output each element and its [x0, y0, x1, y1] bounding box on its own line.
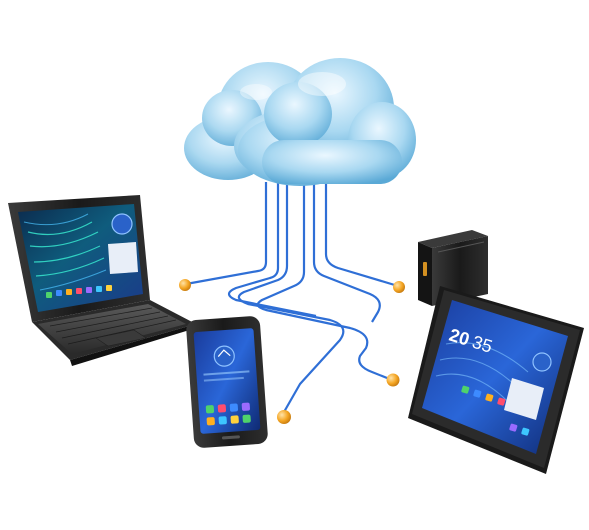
node-phone [277, 410, 291, 424]
cable-to-phone [237, 182, 345, 413]
cable-to-laptop [185, 182, 268, 286]
smartphone-icon [186, 316, 268, 448]
node-router [393, 281, 405, 293]
network-nodes [179, 279, 405, 424]
cable-to-tablet [256, 182, 393, 382]
node-laptop [179, 279, 191, 291]
network-cables [185, 182, 399, 413]
cable-to-router [324, 182, 399, 288]
cable-inner-1 [227, 182, 317, 318]
node-tablet [386, 373, 400, 387]
cloud-icon [184, 58, 416, 186]
tablet-icon: 20 35 [408, 286, 584, 474]
laptop-icon [8, 195, 196, 366]
cable-inner-2 [312, 182, 381, 323]
